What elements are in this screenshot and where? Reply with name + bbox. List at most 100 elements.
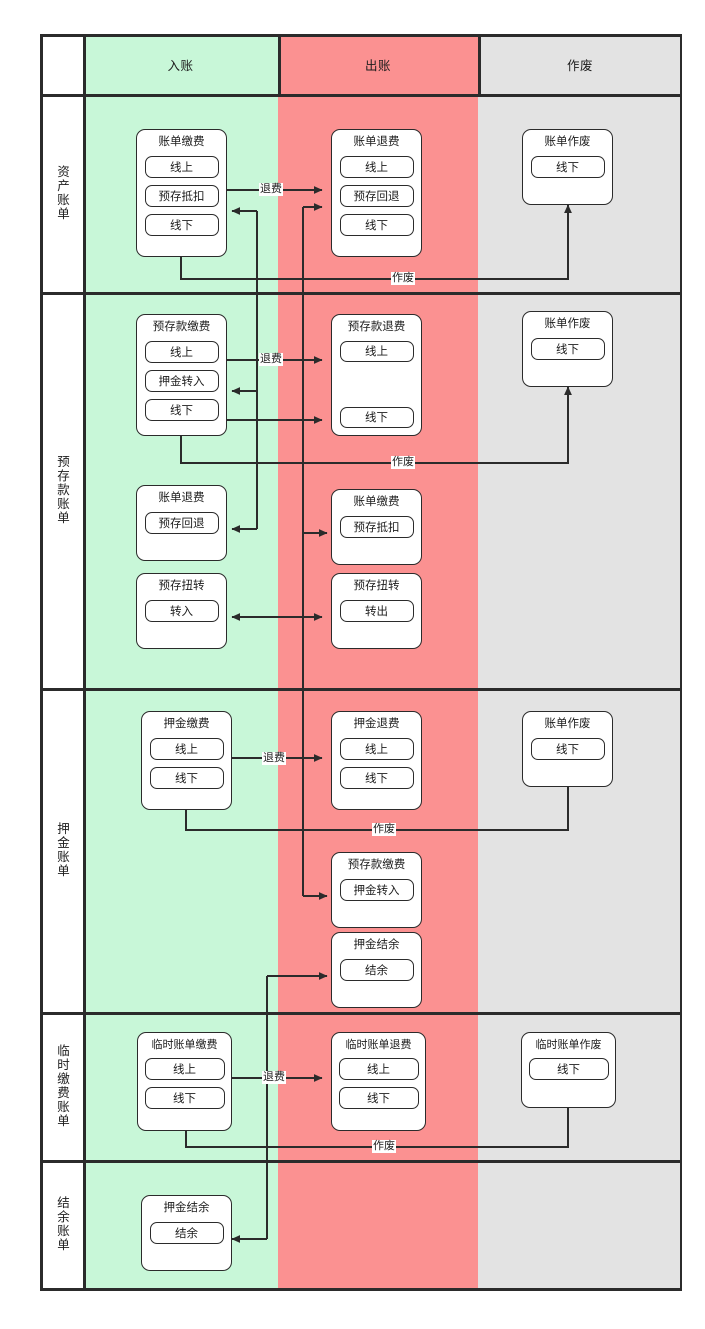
node-r2-in-c-chip-0[interactable]: 转入 xyxy=(144,599,219,622)
node-r2-out-c[interactable]: 预存扭转 转出 xyxy=(331,573,422,649)
node-r2-in-b-title: 账单退费 xyxy=(158,492,205,504)
node-r1-in-title: 账单缴费 xyxy=(158,136,205,148)
node-r3-out-b-title: 预存款缴费 xyxy=(347,859,406,871)
edge-label-refund-r2: 退费 xyxy=(259,353,283,366)
node-r3-out-b[interactable]: 预存款缴费 押金转入 xyxy=(331,852,422,928)
node-r4-void[interactable]: 临时账单作废 线下 xyxy=(521,1032,616,1108)
node-r3-in-title: 押金缴费 xyxy=(163,718,210,730)
row-header-temporary-label: 临时缴费账单 xyxy=(55,1044,69,1128)
column-header-in-label: 入账 xyxy=(167,58,194,73)
node-r2-in-chip-2[interactable]: 线下 xyxy=(144,398,219,421)
edge-label-void-r1: 作废 xyxy=(391,272,415,285)
edge-label-void-r4: 作废 xyxy=(372,1140,396,1153)
edge-label-refund-r3: 退费 xyxy=(262,752,286,765)
node-r4-void-chip-0[interactable]: 线下 xyxy=(528,1058,609,1080)
node-r1-in-chip-1[interactable]: 预存抵扣 xyxy=(144,184,219,207)
node-r1-in-chip-2[interactable]: 线下 xyxy=(144,213,219,236)
edge-label-void-r2: 作废 xyxy=(391,456,415,469)
node-r1-in-chip-0[interactable]: 线上 xyxy=(144,155,219,178)
node-r3-out-c-title: 押金结余 xyxy=(353,939,400,951)
node-r2-out-title: 预存款退费 xyxy=(347,321,406,333)
grid-hline-header xyxy=(40,34,682,37)
node-r3-in-chip-0[interactable]: 线上 xyxy=(149,737,224,760)
node-r2-out-chip-0[interactable]: 线上 xyxy=(339,340,414,362)
edge-label-void-r3: 作废 xyxy=(372,823,396,836)
row-header-deposit: 押金账单 xyxy=(42,688,83,1012)
grid-vline-out-void xyxy=(478,34,481,94)
node-r3-void-title: 账单作废 xyxy=(544,718,591,730)
row-header-deposit-label: 押金账单 xyxy=(55,822,69,878)
node-r3-void[interactable]: 账单作废 线下 xyxy=(522,711,613,787)
column-header-in: 入账 xyxy=(83,34,278,94)
node-r3-out-c-chip-0[interactable]: 结余 xyxy=(339,958,414,981)
node-r1-void[interactable]: 账单作废 线下 xyxy=(522,129,613,205)
node-r1-void-title: 账单作废 xyxy=(544,136,591,148)
node-r4-in-chip-0[interactable]: 线上 xyxy=(144,1058,225,1080)
node-r4-in[interactable]: 临时账单缴费 线上 线下 xyxy=(137,1032,232,1131)
node-r2-void[interactable]: 账单作废 线下 xyxy=(522,311,613,387)
node-r2-in-c-title: 预存扭转 xyxy=(158,580,205,592)
node-r3-out-chip-0[interactable]: 线上 xyxy=(339,737,414,760)
grid-vline-right xyxy=(679,34,682,1290)
node-r4-out-chip-0[interactable]: 线上 xyxy=(338,1058,419,1080)
grid-hline-1 xyxy=(40,94,682,97)
grid-hline-3 xyxy=(40,688,682,691)
node-r2-out-chip-1[interactable]: 线下 xyxy=(339,406,414,428)
row-header-prepaid: 预存款账单 xyxy=(42,292,83,688)
node-r2-in-c[interactable]: 预存扭转 转入 xyxy=(136,573,227,649)
node-r2-out-b-chip-0[interactable]: 预存抵扣 xyxy=(339,515,414,538)
node-r4-out-title: 临时账单退费 xyxy=(345,1039,412,1051)
node-r4-out[interactable]: 临时账单退费 线上 线下 xyxy=(331,1032,426,1131)
grid-vline-left xyxy=(40,34,43,1290)
node-r3-out-c[interactable]: 押金结余 结余 xyxy=(331,932,422,1008)
node-r2-in-chip-1[interactable]: 押金转入 xyxy=(144,369,219,392)
node-r3-void-chip-0[interactable]: 线下 xyxy=(530,737,605,760)
node-r2-in-b[interactable]: 账单退费 预存回退 xyxy=(136,485,227,561)
row-header-prepaid-label: 预存款账单 xyxy=(55,455,69,525)
node-r2-in[interactable]: 预存款缴费 线上 押金转入 线下 xyxy=(136,314,227,436)
node-r2-in-b-chip-0[interactable]: 预存回退 xyxy=(144,511,219,534)
node-r2-out-c-chip-0[interactable]: 转出 xyxy=(339,599,414,622)
edge-label-refund-r4: 退费 xyxy=(262,1071,286,1084)
node-r1-in[interactable]: 账单缴费 线上 预存抵扣 线下 xyxy=(136,129,227,257)
node-r1-out-chip-0[interactable]: 线上 xyxy=(339,155,414,178)
node-r2-void-title: 账单作废 xyxy=(544,318,591,330)
node-r2-void-chip-0[interactable]: 线下 xyxy=(530,337,605,360)
node-r5-in-chip-0[interactable]: 结余 xyxy=(149,1221,224,1244)
row-header-asset-label: 资产账单 xyxy=(55,165,69,221)
node-r2-out[interactable]: 预存款退费 线上 线下 xyxy=(331,314,422,436)
grid-vline-in-out xyxy=(278,34,281,94)
node-r3-in[interactable]: 押金缴费 线上 线下 xyxy=(141,711,232,810)
node-r3-out-chip-1[interactable]: 线下 xyxy=(339,766,414,789)
node-r1-out[interactable]: 账单退费 线上 预存回退 线下 xyxy=(331,129,422,257)
grid-hline-bottom xyxy=(40,1288,682,1291)
row-header-band xyxy=(40,34,83,1290)
column-header-out-label: 出账 xyxy=(364,58,391,73)
node-r2-out-b[interactable]: 账单缴费 预存抵扣 xyxy=(331,489,422,565)
node-r4-out-chip-1[interactable]: 线下 xyxy=(338,1087,419,1109)
column-header-void-label: 作废 xyxy=(566,58,593,73)
node-r2-out-b-title: 账单缴费 xyxy=(353,496,400,508)
node-r1-out-chip-2[interactable]: 线下 xyxy=(339,213,414,236)
node-r3-out[interactable]: 押金退费 线上 线下 xyxy=(331,711,422,810)
node-r4-void-title: 临时账单作废 xyxy=(535,1039,602,1051)
node-r5-in[interactable]: 押金结余 结余 xyxy=(141,1195,232,1271)
node-r4-in-title: 临时账单缴费 xyxy=(151,1039,218,1051)
node-r2-in-chip-0[interactable]: 线上 xyxy=(144,340,219,363)
row-header-balance-label: 结余账单 xyxy=(55,1196,69,1252)
node-r3-in-chip-1[interactable]: 线下 xyxy=(149,766,224,789)
node-r1-void-chip-0[interactable]: 线下 xyxy=(530,155,605,178)
edge-label-refund-r1: 退费 xyxy=(259,183,283,196)
node-r2-in-title: 预存款缴费 xyxy=(152,321,211,333)
node-r2-out-c-title: 预存扭转 xyxy=(353,580,400,592)
node-r3-out-title: 押金退费 xyxy=(353,718,400,730)
row-header-temporary: 临时缴费账单 xyxy=(42,1012,83,1160)
node-r4-in-chip-1[interactable]: 线下 xyxy=(144,1087,225,1109)
grid-hline-5 xyxy=(40,1160,682,1163)
column-header-void: 作废 xyxy=(478,34,682,94)
node-r3-out-b-chip-0[interactable]: 押金转入 xyxy=(339,878,414,901)
grid-vline-rowhead xyxy=(83,34,86,1290)
node-r1-out-chip-1[interactable]: 预存回退 xyxy=(339,184,414,207)
grid-hline-4 xyxy=(40,1012,682,1015)
column-header-out: 出账 xyxy=(278,34,478,94)
